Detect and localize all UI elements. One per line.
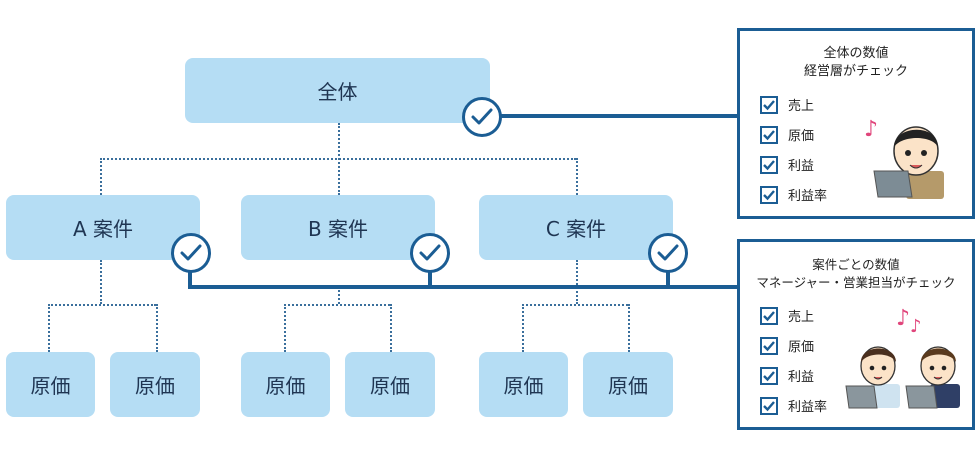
cost-node: 原価 (583, 352, 673, 417)
check-circle-icon (171, 233, 211, 273)
panel-title-line1: 全体の数値 (823, 46, 889, 61)
cost-node-label: 原価 (608, 374, 648, 398)
cost-node-label: 原価 (503, 374, 544, 398)
executive-panel: 全体の数値 経営層がチェック 売上 原価 利益 利益率 ♪ (737, 28, 975, 219)
check-circle-icon (410, 233, 450, 273)
solid-line-c-down (666, 270, 670, 287)
project-node-label: C 案件 (545, 217, 607, 241)
music-note-icon: ♪ (896, 306, 911, 331)
check-item-label: 原価 (788, 340, 815, 355)
panel-title: 全体の数値 経営層がチェック (740, 45, 972, 81)
cost-node: 原価 (241, 352, 330, 417)
connector-a-leaves (48, 304, 156, 306)
check-item: 売上 (760, 306, 814, 325)
checkbox-icon (760, 95, 778, 114)
check-item: 利益 (760, 366, 814, 385)
cost-node-label: 原価 (370, 374, 410, 398)
panel-title-line2: マネージャー・営業担当がチェック (756, 275, 956, 290)
root-node-label: 全体 (317, 80, 358, 104)
check-item-label: 利益 (788, 159, 815, 174)
cost-node-label: 原価 (135, 374, 175, 398)
solid-line-projects-panel (188, 285, 737, 289)
check-item: 利益率 (760, 396, 827, 415)
check-item: 原価 (760, 125, 814, 144)
cost-node-label: 原価 (30, 374, 71, 398)
connector-b-leaves (284, 304, 390, 306)
person-laptop-icon (905, 346, 960, 409)
connector-a-up (100, 158, 102, 195)
cost-node: 原価 (110, 352, 200, 417)
connector-c-leaf2 (628, 304, 630, 352)
person-laptop-icon (845, 346, 900, 409)
cost-node: 原価 (345, 352, 435, 417)
project-node-b: B 案件 (241, 195, 435, 260)
connector-c-up (576, 158, 578, 195)
cost-node-label: 原価 (265, 374, 306, 398)
panel-title: 案件ごとの数値 マネージャー・営業担当がチェック (740, 256, 972, 292)
check-item: 原価 (760, 336, 814, 355)
connector-c-down (576, 260, 578, 304)
check-item-label: 原価 (788, 129, 815, 144)
project-node-a: A 案件 (6, 195, 200, 260)
check-circle-icon (648, 233, 688, 273)
cost-node: 原価 (6, 352, 95, 417)
music-note-icon: ♪ (864, 117, 879, 142)
project-node-label: B 案件 (307, 217, 369, 241)
connector-b-down (338, 286, 340, 304)
checkbox-icon (760, 185, 778, 204)
checkbox-icon (760, 125, 778, 144)
connector-b-leaf2 (390, 304, 392, 352)
connector-c-leaves (522, 304, 628, 306)
connector-a-down (100, 260, 102, 304)
solid-line-b-down (428, 270, 432, 287)
check-item-label: 売上 (788, 99, 815, 114)
check-item-label: 利益率 (788, 189, 828, 204)
connector-projects-bar (100, 158, 576, 160)
solid-line-root-panel (500, 114, 737, 118)
check-item-label: 利益 (788, 370, 815, 385)
check-item: 利益率 (760, 185, 827, 204)
connector-c-leaf1 (522, 304, 524, 352)
checkbox-icon (760, 306, 778, 325)
checkbox-icon (760, 366, 778, 385)
check-item: 売上 (760, 95, 814, 114)
checkbox-icon (760, 155, 778, 174)
checkbox-icon (760, 336, 778, 355)
connector-b-leaf1 (284, 304, 286, 352)
music-note-icon: ♪ (910, 316, 922, 337)
panel-title-line2: 経営層がチェック (803, 64, 908, 79)
checkbox-icon (760, 396, 778, 415)
person-laptop-icon (873, 126, 944, 199)
check-item-label: 売上 (788, 310, 815, 325)
root-node: 全体 (185, 58, 490, 123)
connector-a-leaf1 (48, 304, 50, 352)
check-circle-icon (462, 97, 502, 137)
solid-line-a-down (188, 270, 192, 287)
connector-a-leaf2 (156, 304, 158, 352)
manager-panel: 案件ごとの数値 マネージャー・営業担当がチェック 売上 原価 利益 利益率 ♪ … (737, 239, 975, 430)
panel-title-line1: 案件ごとの数値 (812, 257, 900, 272)
project-node-c: C 案件 (479, 195, 673, 260)
cost-node: 原価 (479, 352, 568, 417)
check-item-label: 利益率 (788, 400, 828, 415)
check-item: 利益 (760, 155, 814, 174)
project-node-label: A 案件 (72, 217, 134, 241)
